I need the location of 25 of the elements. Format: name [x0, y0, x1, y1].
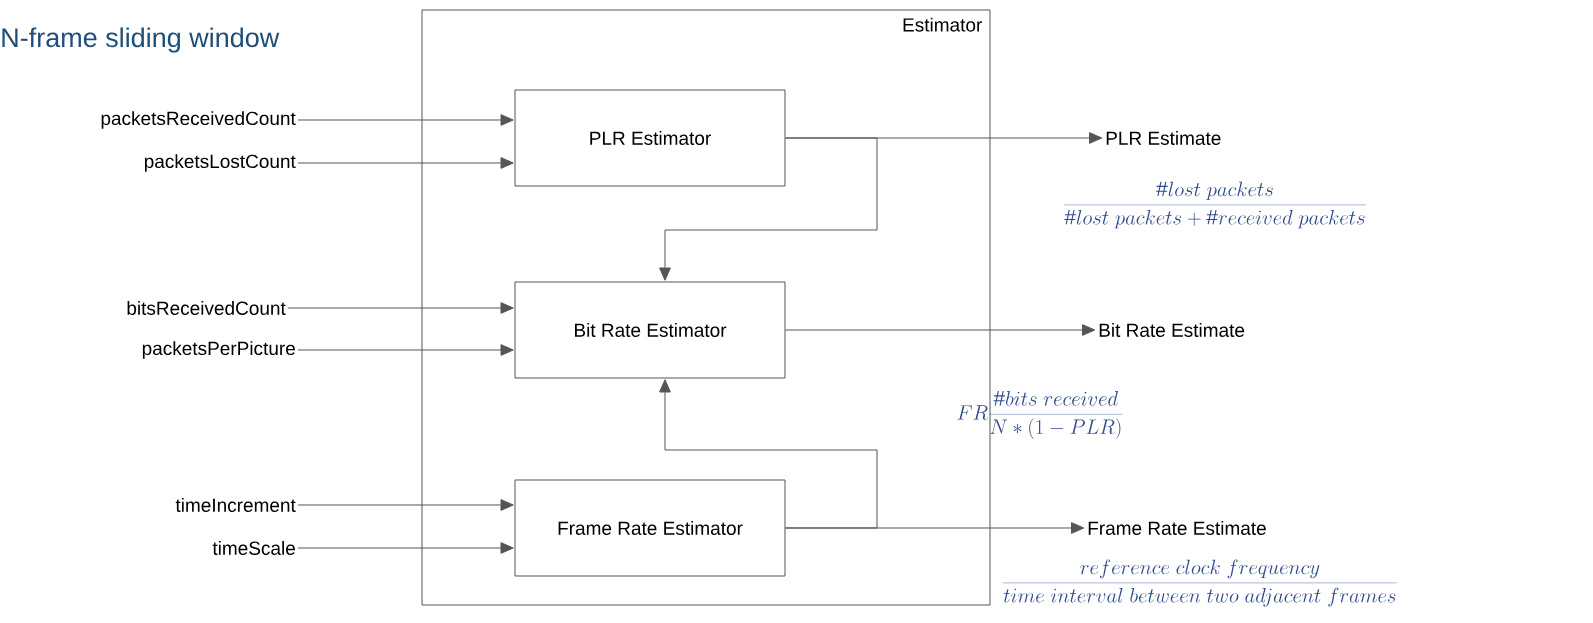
- input-label: packetsPerPicture: [142, 341, 295, 359]
- process-box: Bit Rate Estimator: [514, 281, 786, 379]
- arrow: [297, 114, 514, 126]
- input-label: packetsReceivedCount: [101, 111, 296, 129]
- output-label: Bit Rate Estimate: [1099, 323, 1245, 337]
- process-box: Frame Rate Estimator: [514, 479, 786, 577]
- output-label: Frame Rate Estimate: [1088, 521, 1266, 535]
- process-box: PLR Estimator: [514, 89, 786, 187]
- input-label: timeIncrement: [175, 498, 296, 512]
- arrow: [297, 542, 514, 554]
- input-label: timeScale: [212, 541, 295, 555]
- formula: $FR\frac{\#bits\ received}{N*(1-PLR)}$: [957, 391, 1123, 439]
- input-label: packetsLostCount: [144, 154, 296, 172]
- arrow: [297, 344, 514, 356]
- arrow: [659, 379, 878, 529]
- formula: $\frac{reference\ clock\ frequency}{time\ interval\ between\ two\ adjacent\ frames}$: [1003, 559, 1397, 607]
- arrow: [287, 302, 514, 314]
- input-label: bitsReceivedCount: [127, 301, 286, 315]
- arrow: [297, 157, 514, 169]
- formula: $\frac{\#lost\ packets}{\#lost\ packets+\#received\ packets}$: [1064, 181, 1366, 229]
- arrow: [659, 137, 878, 281]
- output-label: PLR Estimate: [1106, 131, 1221, 145]
- arrow: [785, 324, 1096, 336]
- title: N-frame sliding window: [2, 27, 280, 53]
- arrow: [297, 499, 514, 511]
